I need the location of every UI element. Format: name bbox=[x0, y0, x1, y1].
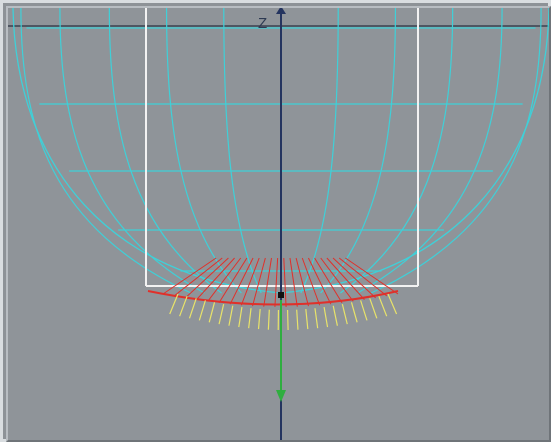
mesh-meridian-line bbox=[165, 8, 242, 294]
mesh-meridian-line bbox=[108, 8, 222, 294]
yellow-normal-line bbox=[350, 302, 358, 323]
red-normal-line bbox=[283, 257, 287, 307]
red-normal-line bbox=[196, 257, 235, 300]
yellow-normal-line bbox=[188, 298, 197, 319]
red-normal-line bbox=[218, 257, 248, 304]
z-axis-label: Z bbox=[258, 15, 267, 32]
red-normal-line bbox=[252, 257, 266, 307]
yellow-normal-line bbox=[341, 303, 348, 325]
red-normal-line bbox=[320, 257, 354, 302]
z-axis-arrow-icon bbox=[276, 8, 286, 14]
yellow-normal-line bbox=[387, 293, 398, 315]
red-normal-line bbox=[274, 257, 279, 307]
mesh-meridian-line bbox=[340, 8, 454, 294]
yellow-normal-line bbox=[332, 305, 338, 326]
red-normal-line bbox=[307, 257, 332, 305]
yellow-normal-line bbox=[257, 309, 261, 330]
red-normal-line bbox=[314, 257, 343, 304]
yellow-normal-line bbox=[323, 306, 329, 328]
yellow-normal-line bbox=[314, 308, 319, 329]
red-normal-line bbox=[295, 257, 309, 307]
3d-viewport[interactable]: Z bbox=[6, 6, 551, 442]
yellow-normal-line bbox=[169, 293, 179, 315]
mesh-meridian-line bbox=[223, 8, 262, 294]
mesh-meridian-line bbox=[320, 8, 397, 294]
yellow-normal-line bbox=[360, 300, 368, 321]
mesh-meridian-line bbox=[20, 8, 192, 294]
red-normal-line bbox=[345, 257, 399, 295]
mesh-meridian-line bbox=[59, 8, 205, 294]
yellow-normal-line bbox=[248, 308, 252, 329]
pivot-icon[interactable] bbox=[278, 292, 284, 298]
red-normal-vectors bbox=[147, 257, 399, 307]
mesh-meridian-line bbox=[300, 8, 339, 294]
red-normal-line bbox=[240, 257, 260, 306]
yellow-normal-line bbox=[198, 300, 206, 321]
yellow-normal-vectors bbox=[169, 293, 398, 330]
yellow-normal-line bbox=[228, 305, 234, 326]
red-normal-line bbox=[185, 257, 229, 299]
mesh-meridian-line bbox=[370, 8, 542, 294]
red-normal-line bbox=[207, 257, 242, 302]
mesh-meridian-line bbox=[357, 8, 503, 294]
yellow-normal-line bbox=[267, 309, 270, 330]
yellow-normal-line bbox=[305, 309, 309, 330]
red-normal-line bbox=[326, 257, 365, 300]
red-normal-line bbox=[301, 257, 321, 306]
yellow-normal-line bbox=[369, 298, 378, 319]
yellow-normal-line bbox=[218, 303, 225, 325]
red-normal-line bbox=[289, 257, 298, 307]
red-normal-line bbox=[173, 257, 223, 297]
red-normal-line bbox=[263, 257, 272, 307]
red-normal-line bbox=[229, 257, 254, 305]
yellow-normal-line bbox=[378, 295, 388, 317]
yellow-normal-line bbox=[286, 309, 289, 330]
y-axis-arrow-head-icon bbox=[276, 390, 286, 402]
red-normal-line bbox=[162, 257, 217, 295]
red-normal-line bbox=[338, 257, 388, 297]
yellow-normal-line bbox=[296, 309, 299, 330]
yellow-normal-line bbox=[179, 295, 188, 317]
yellow-normal-line bbox=[208, 302, 216, 323]
red-normal-line bbox=[332, 257, 376, 299]
yellow-normal-line bbox=[238, 306, 243, 328]
red-normal-arc bbox=[147, 290, 399, 306]
viewport-canvas[interactable]: Z bbox=[8, 8, 551, 442]
